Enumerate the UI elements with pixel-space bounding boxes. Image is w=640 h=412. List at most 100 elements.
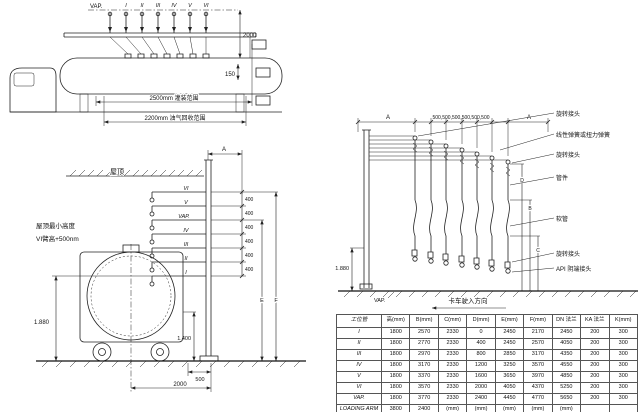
spec-row-label: VI bbox=[336, 382, 382, 394]
spec-value-cell: 3650 bbox=[494, 371, 525, 383]
callout-swivel-joint: 旋转接头 bbox=[556, 110, 580, 118]
spec-value-cell: 2330 bbox=[437, 349, 468, 361]
side-view: VAP. I II III IV V VI 2000 bbox=[9, 3, 283, 126]
spec-row-label: LOADING ARM bbox=[336, 404, 382, 412]
spec-value-cell: 2970 bbox=[409, 349, 439, 361]
spec-table-header-cell: DN 法兰 bbox=[551, 314, 582, 328]
spec-value-cell: 2570 bbox=[523, 338, 553, 350]
vap-label: VAP. bbox=[90, 4, 103, 10]
dim-label-400: 400 bbox=[245, 225, 254, 231]
spec-row-label: IV bbox=[336, 360, 382, 372]
spec-value-cell: 2450 bbox=[551, 327, 582, 339]
spec-value-cell: 200 bbox=[580, 360, 610, 372]
spec-table-header-cell: 工位管 bbox=[336, 314, 382, 328]
fill-range-dim: 2500mm 灌装范围 bbox=[95, 44, 253, 106]
callout-spring: 线性弹簧或扭力弹簧 bbox=[556, 131, 610, 139]
spec-value-cell: 2850 bbox=[494, 349, 525, 361]
roof-hatch bbox=[69, 169, 203, 177]
spec-value-cell: 1800 bbox=[380, 349, 411, 361]
spec-value-cell: (mm) bbox=[551, 404, 582, 412]
spec-value-cell: 300 bbox=[608, 338, 638, 350]
spec-row-label: II bbox=[336, 338, 382, 350]
spec-table-header-cell: 高(mm) bbox=[380, 314, 411, 328]
spec-value-cell: 2400 bbox=[409, 404, 439, 412]
spec-value-cell: 5650 bbox=[551, 393, 582, 405]
callout-api-coupler: API 阴端接头 bbox=[556, 265, 591, 273]
ground-hatch bbox=[343, 290, 637, 298]
spec-value-cell bbox=[608, 404, 638, 412]
spec-value-cell: 300 bbox=[608, 327, 638, 339]
arm-label: III bbox=[184, 242, 189, 248]
spec-value-cell: 2770 bbox=[409, 338, 439, 350]
spec-table-header-cell: B(mm) bbox=[409, 314, 439, 328]
spec-value-cell: 1800 bbox=[380, 360, 411, 372]
spec-value-cell: 200 bbox=[580, 327, 610, 339]
equipment-box bbox=[255, 67, 271, 78]
vap-label: VAP. bbox=[374, 298, 386, 304]
dim-label-d: D bbox=[520, 178, 524, 184]
spec-value-cell: 2450 bbox=[494, 338, 525, 350]
roof-label: 屋顶 bbox=[110, 168, 124, 176]
spec-row-label: VAP. bbox=[336, 393, 382, 405]
api-couplers bbox=[411, 249, 511, 269]
min-roof-height-note: 屋顶最小高度 bbox=[36, 221, 76, 230]
spec-value-cell: 4350 bbox=[551, 349, 582, 361]
spec-table-header-cell: K(mm) bbox=[608, 314, 638, 328]
arm-spacing-dims: 400 400 400 400 400 400 bbox=[211, 189, 254, 279]
spec-value-cell: (mm) bbox=[437, 404, 468, 412]
dim-label-a: A bbox=[386, 115, 390, 121]
spec-value-cell: 3570 bbox=[409, 382, 439, 394]
spec-value-cell: 5250 bbox=[551, 382, 582, 394]
spec-value-cell: 4370 bbox=[523, 382, 553, 394]
dim-label-1400: 1.400 bbox=[177, 336, 191, 342]
wheel bbox=[150, 342, 170, 362]
spec-value-cell: 0 bbox=[466, 327, 496, 339]
arm-label: IV bbox=[183, 228, 190, 234]
spec-value-cell: 2330 bbox=[437, 338, 468, 350]
dim-label-a: A bbox=[527, 115, 531, 121]
spec-row-label: V bbox=[336, 371, 382, 383]
spec-value-cell: 2570 bbox=[409, 327, 439, 339]
spec-value-cell: 4050 bbox=[494, 382, 525, 394]
riser-post bbox=[199, 159, 219, 362]
dim-label-1880: 1.880 bbox=[34, 320, 50, 326]
control-box bbox=[251, 39, 267, 50]
tanker-truck-side bbox=[9, 57, 283, 113]
spec-value-cell: 300 bbox=[608, 349, 638, 361]
spec-value-cell: 200 bbox=[580, 338, 610, 350]
spec-value-cell: 2330 bbox=[437, 393, 468, 405]
spec-value-cell: (mm) bbox=[466, 404, 496, 412]
station-label: III bbox=[156, 3, 161, 9]
callout-swivel-joint: 旋转接头 bbox=[556, 250, 580, 258]
tank-body bbox=[59, 57, 283, 95]
spec-value-cell: 1800 bbox=[380, 393, 411, 405]
truck-body-rear bbox=[79, 251, 184, 343]
callout-swivel-joint: 旋转接头 bbox=[556, 151, 580, 159]
callout-pipe-fitting: 管件 bbox=[556, 174, 568, 182]
spec-value-cell: 2330 bbox=[437, 327, 468, 339]
equipment-box bbox=[255, 95, 271, 106]
spec-value-cell: 3800 bbox=[380, 404, 411, 412]
spec-value-cell: 4850 bbox=[551, 371, 582, 383]
spec-value-cell: 1600 bbox=[466, 371, 496, 383]
arm-label: II bbox=[184, 256, 188, 262]
dim-label-2000: 2000 bbox=[243, 33, 257, 39]
dim-label-1880: 1.880 bbox=[335, 266, 349, 272]
spec-value-cell: 4770 bbox=[523, 393, 553, 405]
callout-hose: 软管 bbox=[556, 215, 568, 223]
dim-label-c: C bbox=[536, 248, 540, 254]
station-label: VI bbox=[203, 3, 209, 9]
spec-value-cell: 3170 bbox=[523, 349, 553, 361]
station-label: I bbox=[125, 3, 127, 9]
spec-value-cell: 400 bbox=[466, 338, 496, 350]
spec-value-cell: 2330 bbox=[437, 360, 468, 372]
spec-value-cell: 2450 bbox=[494, 327, 525, 339]
spec-value-cell: 300 bbox=[608, 360, 638, 372]
